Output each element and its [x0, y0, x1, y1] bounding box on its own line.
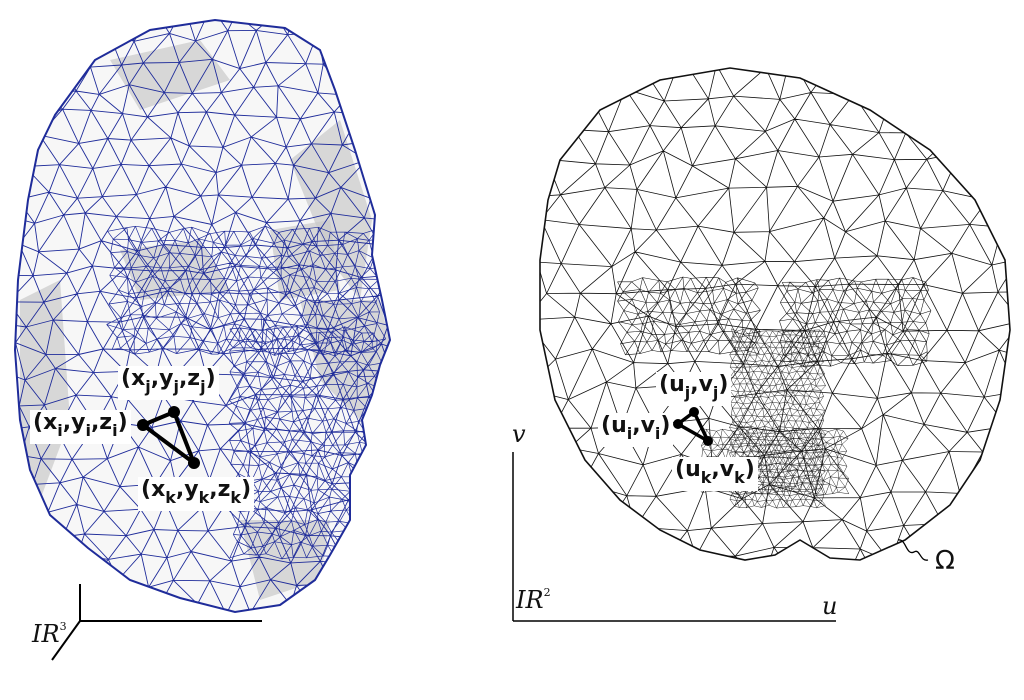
axis-3d-depth: [51, 620, 81, 661]
triangle-2d: [673, 407, 713, 446]
vertex-2d-j-dot: [689, 407, 699, 417]
domain-omega-label: Ω: [935, 546, 955, 576]
shade-patch: [110, 40, 230, 110]
space-label-r2: IR2: [516, 586, 551, 614]
shade-patch: [240, 520, 330, 600]
mesh-edges: [617, 276, 761, 356]
omega-leader-line: [897, 539, 929, 561]
face-2d-wireframe: [540, 68, 1010, 560]
vertex-2d-i-dot: [673, 419, 683, 429]
vertex-2d-k-label: (uk,vk): [672, 457, 758, 491]
vertex-2d-k-dot: [703, 436, 713, 446]
vertex-3d-j-label: (xj,yj,zj): [118, 366, 219, 400]
face-3d-outline: [13, 18, 392, 614]
vertex-3d-j-dot: [168, 406, 180, 418]
face-2d-mesh: [539, 67, 1011, 561]
axis-label-v: v: [512, 420, 526, 448]
shade-patch: [20, 280, 70, 500]
axis-label-u: u: [822, 592, 838, 620]
face-3d-mesh: [13, 18, 392, 614]
face-2d-boundary: [539, 67, 1011, 561]
vertex-3d-k-dot: [188, 457, 200, 469]
axes-2d: [512, 452, 836, 622]
vertex-2d-i-label: (ui,vi): [598, 413, 674, 447]
space-label-r3: IR3: [32, 620, 67, 648]
vertex-3d-i-dot: [137, 419, 149, 431]
vertex-2d-j-label: (uj,vj): [656, 372, 732, 406]
triangle-2d-edges: [676, 410, 710, 443]
vertex-3d-i-label: (xi,yi,zi): [30, 410, 131, 444]
triangle-3d: [137, 406, 200, 469]
triangle-3d-edges: [141, 410, 196, 465]
mesh-edges: [106, 225, 387, 356]
mesh-edges: [779, 277, 932, 367]
mesh-edges: [540, 68, 1010, 560]
shade-patch: [270, 220, 340, 300]
vertex-3d-k-label: (xk,yk,zk): [138, 477, 255, 511]
axes-3d: [51, 584, 262, 661]
